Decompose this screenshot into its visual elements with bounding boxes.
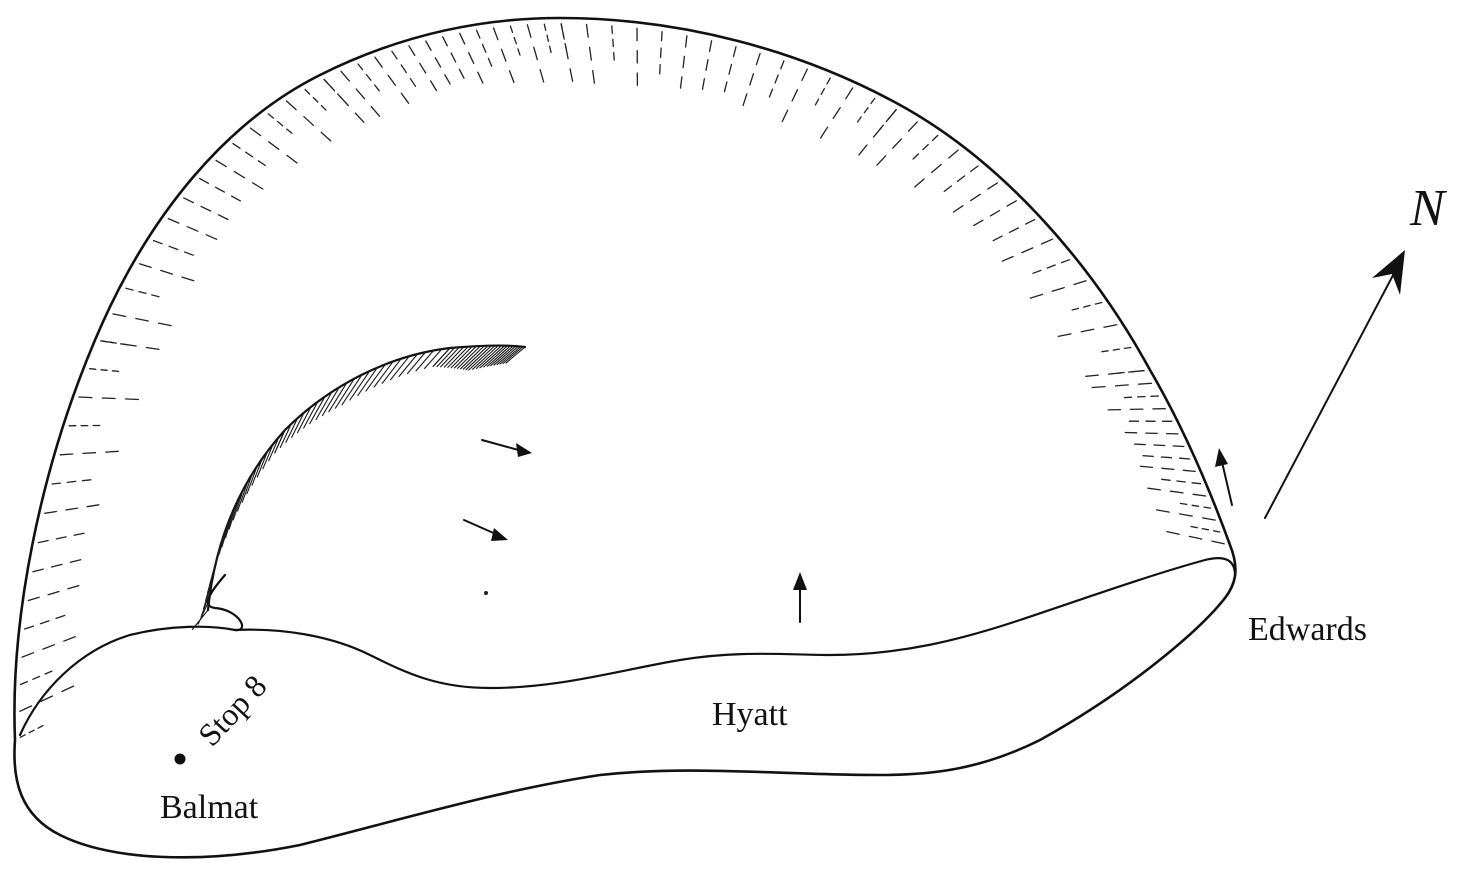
hatch-stroke bbox=[111, 342, 117, 343]
hatch-stroke bbox=[126, 399, 139, 400]
hatch-stroke bbox=[1154, 445, 1165, 446]
hatch-stroke bbox=[121, 344, 127, 345]
hatch-stroke bbox=[661, 48, 662, 57]
hatch-stroke bbox=[106, 451, 119, 452]
hatch-stroke bbox=[83, 453, 96, 454]
hatch-stroke bbox=[79, 397, 92, 398]
speck bbox=[484, 591, 488, 595]
north-arrow bbox=[1265, 250, 1405, 518]
hatch-stroke bbox=[660, 65, 661, 74]
hyatt-label: Hyatt bbox=[712, 696, 788, 733]
hatch-stroke bbox=[1102, 351, 1108, 352]
hatch-stroke bbox=[1135, 444, 1146, 445]
hatch-stroke bbox=[101, 341, 107, 342]
hatch-stroke bbox=[1129, 372, 1135, 373]
hatch-stroke bbox=[112, 371, 118, 372]
edwards-label: Edwards bbox=[1248, 611, 1367, 648]
hatch-stroke bbox=[1119, 373, 1124, 374]
hatch-stroke bbox=[612, 26, 613, 33]
hatch-stroke bbox=[1139, 383, 1152, 384]
hatch-stroke bbox=[1125, 348, 1131, 349]
hatch-stroke bbox=[101, 370, 107, 371]
balmat-label: Balmat bbox=[160, 789, 259, 826]
north-label: N bbox=[1409, 180, 1448, 237]
hatch-stroke bbox=[1092, 387, 1105, 388]
hatch-stroke bbox=[614, 53, 615, 60]
hatch-stroke bbox=[1143, 456, 1153, 457]
hatch-stroke bbox=[52, 483, 60, 484]
hatch-stroke bbox=[1192, 483, 1200, 484]
hatch-stroke bbox=[1161, 457, 1171, 458]
hatch-stroke bbox=[613, 39, 614, 46]
hatch-stroke bbox=[1180, 458, 1190, 459]
hatch-stroke bbox=[60, 454, 72, 455]
hatch-stroke bbox=[83, 480, 91, 481]
hatch-stroke bbox=[662, 32, 663, 41]
direction-arrow-4 bbox=[1215, 448, 1232, 505]
hatch-stroke bbox=[1139, 371, 1144, 372]
stop-marker bbox=[175, 754, 186, 765]
hatch-stroke bbox=[90, 369, 96, 370]
hatch-stroke bbox=[102, 398, 115, 399]
hatch-stroke bbox=[1173, 446, 1184, 447]
